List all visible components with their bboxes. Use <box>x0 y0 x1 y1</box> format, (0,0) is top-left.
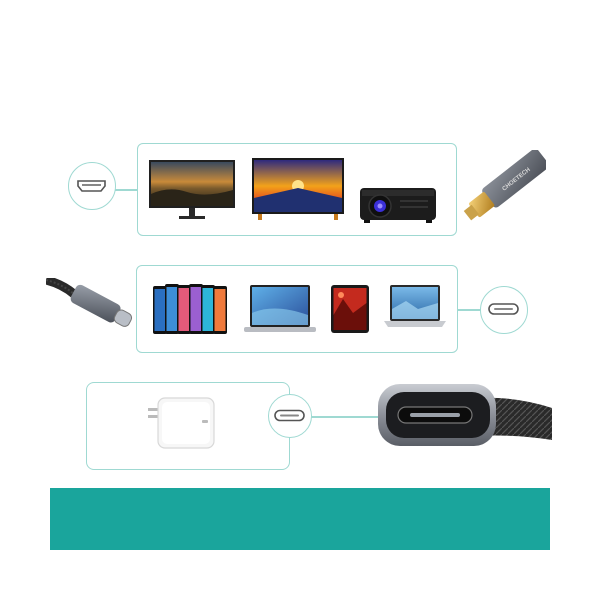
usb-c-port-icon <box>274 409 305 422</box>
hdmi-plug-icon: CHOETECH <box>463 150 546 221</box>
macbook-icon <box>244 285 316 332</box>
usb-c-port-icon <box>488 303 519 315</box>
usb-c-port-circle <box>480 286 528 334</box>
bottom-banner <box>50 488 550 550</box>
projector-icon <box>360 188 436 223</box>
usb-c-plug-icon <box>46 278 133 327</box>
usb-c-connector-line <box>457 309 481 311</box>
tv-icon <box>252 158 344 220</box>
hdmi-connector-line <box>114 189 138 191</box>
hdmi-port-icon <box>77 180 106 192</box>
pd-usb-c-port-circle <box>268 394 312 438</box>
smartphones-icon <box>153 284 227 334</box>
usb-c-female-port-icon <box>378 384 552 446</box>
hdmi-port-circle <box>68 162 116 210</box>
power-adapter-icon <box>148 397 215 449</box>
tablet-icon <box>331 285 369 333</box>
monitor-icon <box>149 160 235 219</box>
pd-connector-line <box>311 416 389 418</box>
laptop-icon <box>384 285 446 327</box>
